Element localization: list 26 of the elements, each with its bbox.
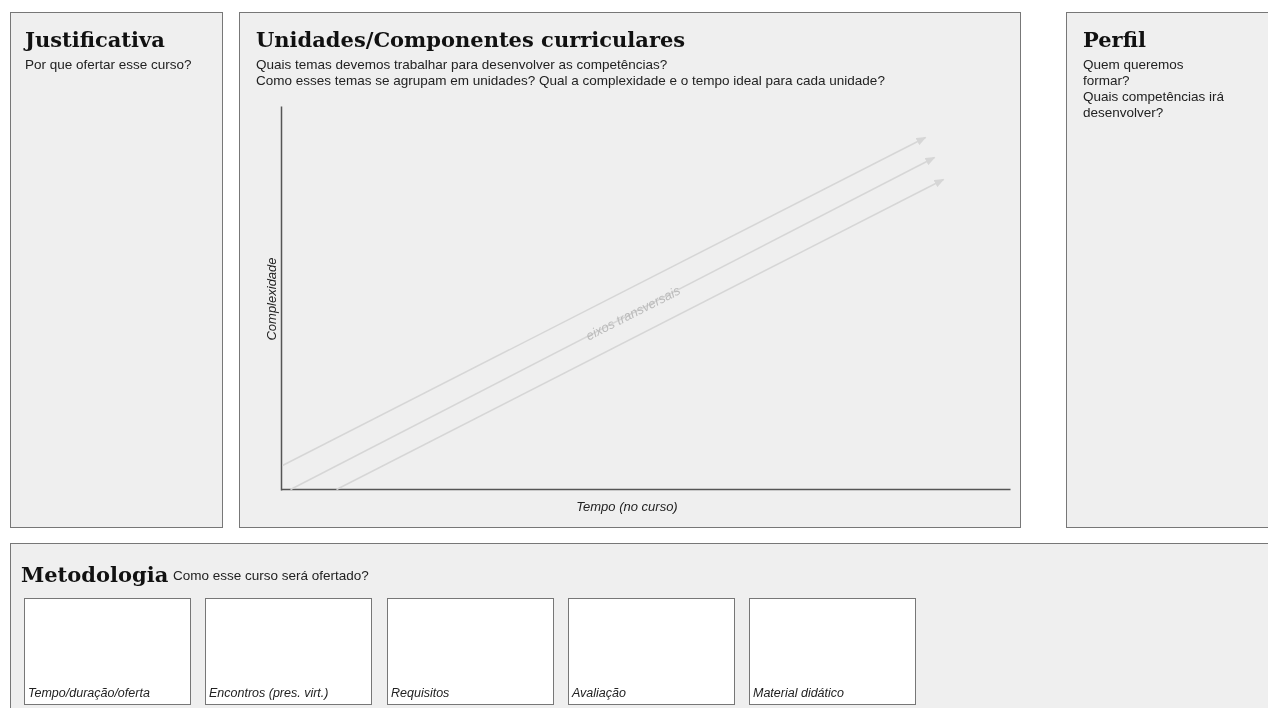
panel-heading: Perfil: [1083, 27, 1146, 52]
question-text: Como esses temas se agrupam em unidades? Qual a complexidade e o tempo ideal para cada unidade?: [256, 73, 886, 89]
canvas-panel: [10, 12, 223, 528]
canvas-panel: [10, 543, 1268, 708]
canvas-panel: [1066, 12, 1268, 528]
canvas-panel: [239, 12, 1021, 528]
axis-label: Tempo (no curso): [576, 498, 678, 514]
card-label: Tempo/duração/oferta: [28, 686, 150, 700]
axis-label: Complexidade: [263, 257, 279, 341]
blank-card: [24, 598, 191, 705]
question-text: Como esse curso será ofertado?: [173, 568, 369, 584]
question-text: Quais competências irá desenvolver?: [1083, 89, 1226, 121]
question-text: Por que ofertar esse curso?: [25, 57, 193, 73]
blank-card: [749, 598, 916, 705]
blank-card: [205, 598, 372, 705]
card-label: Avaliação: [572, 686, 626, 700]
blank-card: [387, 598, 554, 705]
card-label: Material didático: [753, 686, 844, 700]
card-label: Encontros (pres. virt.): [209, 686, 329, 700]
panel-heading: Metodologia: [21, 562, 169, 587]
panel-heading: Justificativa: [25, 27, 165, 52]
question-text: Quem queremos formar?: [1083, 57, 1185, 89]
panel-heading: Unidades/Componentes curriculares: [256, 27, 686, 52]
card-label: Requisitos: [391, 686, 450, 700]
blank-card: [568, 598, 735, 705]
question-text: Quais temas devemos trabalhar para desenvolver as competências?: [256, 57, 669, 73]
